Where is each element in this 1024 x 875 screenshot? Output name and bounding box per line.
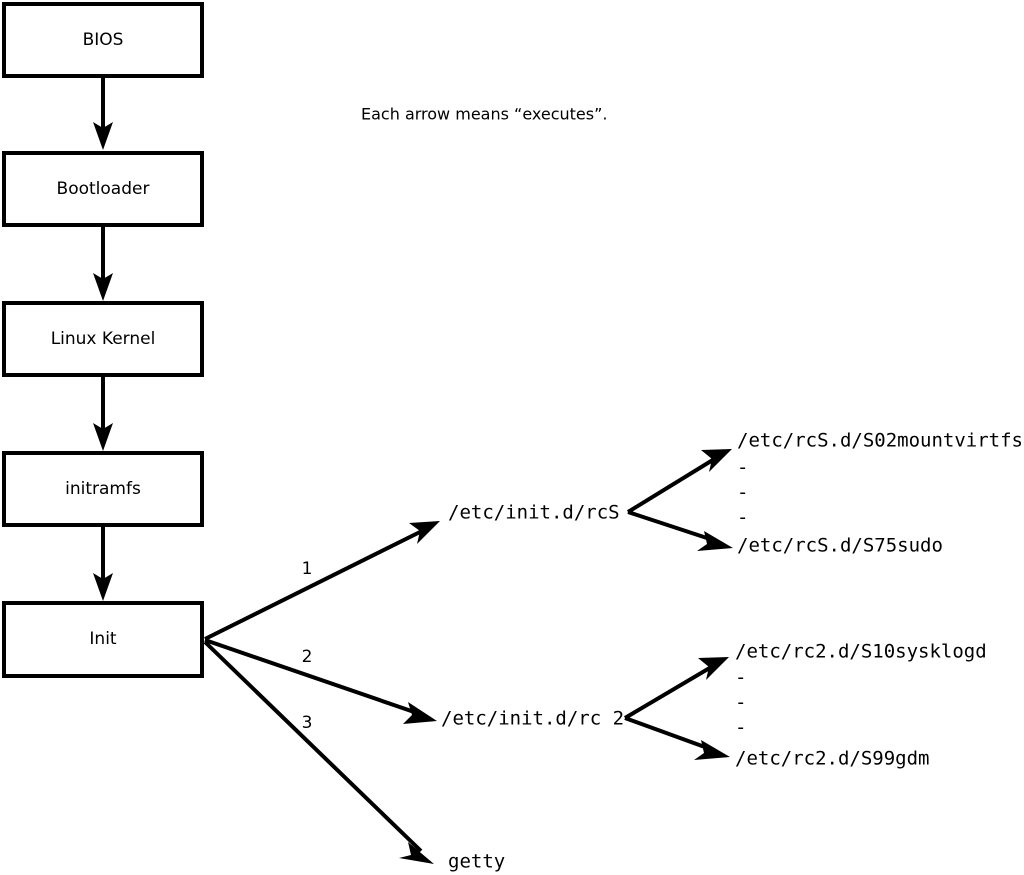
arrow-bootloader-to-kernel [93, 227, 113, 301]
rc2-script-first-label: /etc/rc2.d/S10sysklogd [735, 641, 987, 663]
rcs-ellipsis-dash-2: - [737, 482, 748, 504]
legend-note: Each arrow means “executes”. [361, 105, 607, 124]
init-branch-3: 3 getty [203, 640, 505, 873]
rc2-ellipsis-dash-3: - [735, 717, 746, 739]
box-label-init: Init [89, 629, 117, 649]
rcs-script-group: /etc/rcS.d/S02mountvirtfs /etc/rcS.d/S75… [626, 430, 1023, 557]
rc2-ellipsis-dash-2: - [735, 692, 746, 714]
branch-number-1: 1 [302, 559, 313, 579]
box-label-bootloader: Bootloader [57, 179, 150, 199]
process-box-bootloader: Bootloader [2, 151, 204, 227]
process-box-initramfs: initramfs [2, 451, 204, 527]
process-box-bios: BIOS [2, 2, 204, 78]
box-outline-init [2, 601, 204, 678]
box-label-bios: BIOS [83, 30, 124, 50]
rcs-ellipsis-group: - - - [737, 457, 748, 529]
vertical-arrow-group [93, 78, 113, 601]
arrow-bios-to-bootloader [93, 78, 113, 150]
process-box-group: BIOS Bootloader Linux Kernel initramfs I… [2, 2, 204, 678]
box-label-initramfs: initramfs [65, 479, 141, 499]
rcs-arrow-last: /etc/rcS.d/S75sudo [627, 510, 943, 557]
branch-target-rcs: /etc/init.d/rcS [448, 502, 620, 524]
box-outline-kernel [2, 301, 204, 377]
process-box-kernel: Linux Kernel [2, 301, 204, 377]
rcs-ellipsis-dash-3: - [737, 507, 748, 529]
box-outline-initramfs [2, 451, 204, 527]
branch-target-rc2: /etc/init.d/rc 2 [441, 708, 624, 730]
branch-number-3: 3 [302, 713, 313, 733]
box-label-kernel: Linux Kernel [51, 329, 156, 349]
rcs-ellipsis-dash-1: - [737, 457, 748, 479]
arrow-initramfs-to-init [93, 527, 113, 601]
rc2-script-last-label: /etc/rc2.d/S99gdm [735, 748, 929, 770]
arrow-kernel-to-initramfs [93, 377, 113, 451]
init-branch-1: 1 /etc/init.d/rcS [204, 502, 620, 641]
box-outline-bootloader [2, 151, 204, 227]
rcs-arrow-first: /etc/rcS.d/S02mountvirtfs [626, 430, 1023, 514]
init-branch-2: 2 /etc/init.d/rc 2 [204, 638, 624, 730]
rc2-ellipsis-dash-1: - [735, 667, 746, 689]
box-outline-bios [2, 2, 204, 78]
rcs-script-last-label: /etc/rcS.d/S75sudo [737, 535, 943, 557]
branch-target-getty: getty [448, 851, 505, 873]
init-branch-group: 1 /etc/init.d/rcS 2 /etc/init.d/rc 2 3 g… [203, 502, 624, 873]
rc2-script-group: /etc/rc2.d/S10sysklogd /etc/rc2.d/S99gdm… [623, 641, 987, 770]
process-box-init: Init [2, 601, 204, 678]
rc2-ellipsis-group: - - - [735, 667, 746, 739]
rc2-arrow-first: /etc/rc2.d/S10sysklogd [623, 641, 987, 720]
rc2-arrow-last: /etc/rc2.d/S99gdm [624, 716, 929, 770]
branch-number-2: 2 [302, 647, 313, 667]
rcs-script-first-label: /etc/rcS.d/S02mountvirtfs [737, 430, 1023, 452]
